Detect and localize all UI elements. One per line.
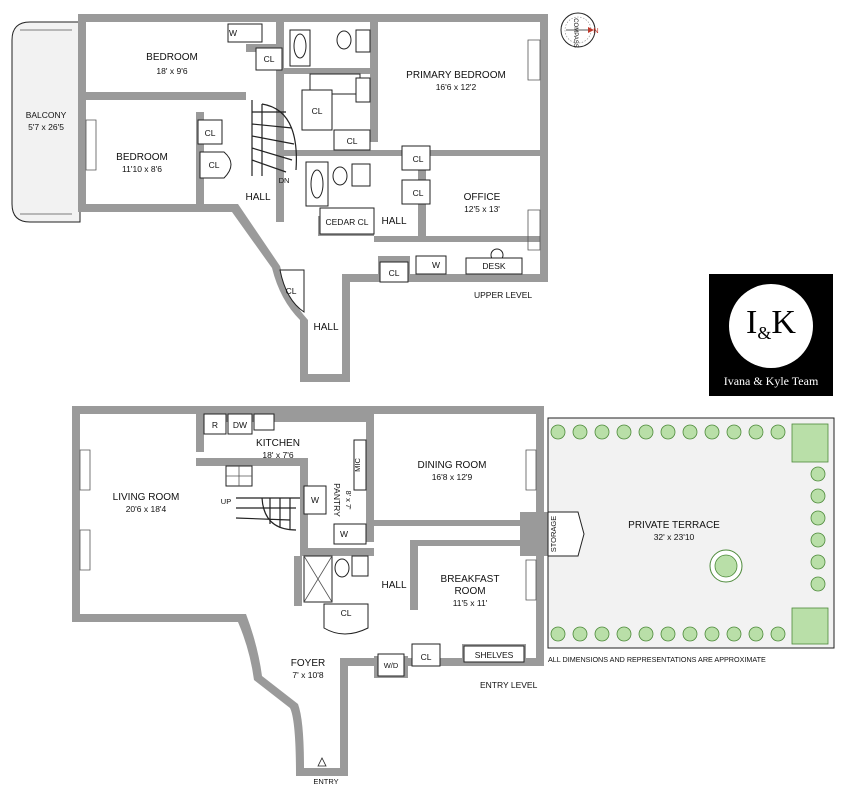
- balcony-label: BALCONY: [26, 110, 67, 120]
- logo-mark-right: K: [771, 304, 796, 341]
- entry-closet-label: CL: [421, 652, 432, 662]
- closet-label: CL: [209, 160, 220, 170]
- compass-label: COMPASS: [572, 18, 578, 48]
- breakfast-room-label: BREAKFAST: [441, 574, 500, 585]
- hall-a-label: HALL: [245, 192, 270, 203]
- pantry-washer-2-label: W: [340, 529, 348, 539]
- bedroom-2-dims: 11'10 x 8'6: [122, 164, 162, 174]
- primary-bedroom-label: PRIMARY BEDROOM: [406, 70, 506, 81]
- living-room-label: LIVING ROOM: [113, 492, 180, 503]
- disclaimer: ALL DIMENSIONS AND REPRESENTATIONS ARE A…: [548, 655, 766, 664]
- washer-dryer-label: W/D: [384, 661, 399, 670]
- pantry-dims: 8' x 7': [344, 490, 353, 510]
- closet-label: CL: [312, 106, 323, 116]
- team-logo: I&K Ivana & Kyle Team: [709, 274, 833, 396]
- bedroom-1-dims: 18' x 9'6: [156, 66, 187, 76]
- office-dims: 12'5 x 13': [464, 204, 500, 214]
- pantry-label: PANTRY: [332, 483, 342, 517]
- hall-c-label: HALL: [313, 322, 338, 333]
- up-label: UP: [221, 497, 231, 506]
- upper-level: [11, 14, 548, 382]
- logo-team-name: Ivana & Kyle Team: [723, 374, 819, 388]
- office-label: OFFICE: [464, 192, 501, 203]
- entry-level: [72, 406, 835, 776]
- logo-mark-amp: &: [757, 323, 772, 343]
- down-label: DN: [279, 176, 290, 185]
- compass: COMPASS N: [560, 12, 599, 48]
- breakfast-room-dims: 11'5 x 11': [453, 598, 488, 608]
- entry-closet-label: CL: [341, 608, 352, 618]
- entry-stair: [235, 497, 300, 531]
- logo-circle: I&K: [729, 284, 813, 368]
- closet-label: CL: [286, 286, 297, 296]
- hall-b-label: HALL: [381, 216, 406, 227]
- refrigerator-label: R: [212, 420, 218, 430]
- foyer-label: FOYER: [291, 658, 325, 669]
- breakfast-room-label-2: ROOM: [454, 586, 485, 597]
- shelves-label: SHELVES: [475, 650, 514, 660]
- kitchen-label: KITCHEN: [256, 438, 300, 449]
- balcony-dims: 5'7 x 26'5: [28, 122, 64, 132]
- upper-washer-2-label: W: [229, 28, 237, 38]
- upper-level-label: UPPER LEVEL: [474, 290, 532, 300]
- primary-bedroom-dims: 16'6 x 12'2: [436, 82, 477, 92]
- dining-room-dims: 16'8 x 12'9: [432, 472, 473, 482]
- upper-stair: [251, 100, 295, 176]
- kitchen-dims: 18' x 7'6: [262, 450, 293, 460]
- closet-label: CL: [413, 188, 424, 198]
- private-terrace-dims: 32' x 23'10: [654, 532, 695, 542]
- private-terrace-label: PRIVATE TERRACE: [628, 520, 720, 531]
- entry-label: ENTRY: [313, 777, 338, 786]
- storage-label: STORAGE: [549, 516, 558, 553]
- entry-level-label: ENTRY LEVEL: [480, 680, 538, 690]
- balcony-area: [11, 21, 81, 223]
- logo-mark: I&K: [729, 304, 813, 343]
- logo-mark-left: I: [746, 304, 758, 341]
- foyer-dims: 7' x 10'8: [292, 670, 323, 680]
- closet-label: CL: [205, 128, 216, 138]
- entry-hall-label: HALL: [381, 580, 406, 591]
- dishwasher-label: DW: [233, 420, 247, 430]
- cedar-closet-label: CEDAR CL: [326, 217, 369, 227]
- closet-label: CL: [347, 136, 358, 146]
- living-room-dims: 20'6 x 18'4: [126, 504, 167, 514]
- upper-washer-label: W: [432, 260, 440, 270]
- dining-room-label: DINING ROOM: [418, 460, 487, 471]
- closet-label: CL: [389, 268, 400, 278]
- closet-label: CL: [264, 54, 275, 64]
- desk-label: DESK: [482, 261, 505, 271]
- bedroom-1-label: BEDROOM: [146, 52, 198, 63]
- compass-north-label: N: [593, 26, 598, 35]
- private-terrace-area: [547, 417, 835, 649]
- terrace-plants: [550, 424, 826, 642]
- microwave-label: MIC: [353, 458, 362, 472]
- bedroom-2-label: BEDROOM: [116, 152, 168, 163]
- pantry-washer-label: W: [311, 495, 319, 505]
- closet-label: CL: [413, 154, 424, 164]
